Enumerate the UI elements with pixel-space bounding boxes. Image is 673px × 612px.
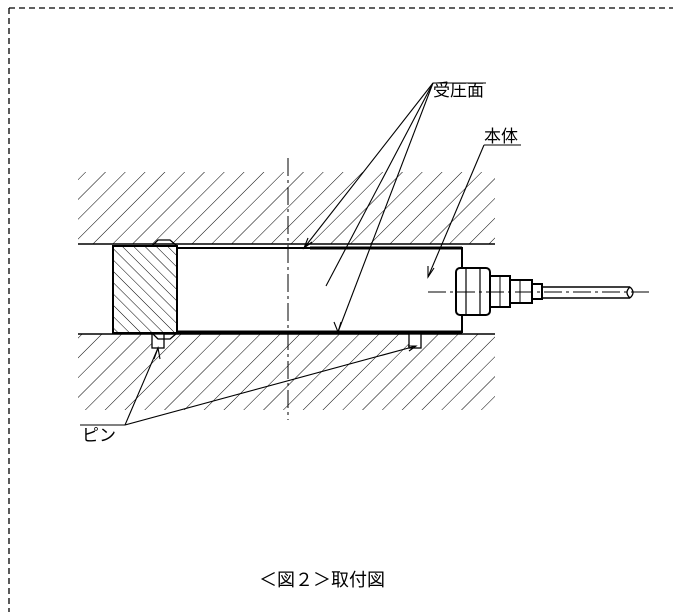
dashed-frame (8, 7, 673, 612)
main-body-leader (427, 144, 485, 279)
pressure-surface-leaders (302, 82, 434, 334)
pin-right (408, 333, 422, 349)
left-end-block (112, 239, 178, 340)
main-body (176, 246, 463, 334)
figure-caption: ＜図２＞取付図 (259, 570, 385, 591)
pressure-surface-label: 受圧面 (433, 81, 484, 101)
pin-leaders (124, 345, 418, 426)
pin-label: ピン (82, 426, 116, 446)
lower-hatched-block (78, 333, 495, 410)
main-body-label: 本体 (484, 127, 518, 147)
pin-left (151, 333, 165, 349)
upper-hatched-block (78, 172, 495, 245)
center-lines (287, 158, 650, 420)
